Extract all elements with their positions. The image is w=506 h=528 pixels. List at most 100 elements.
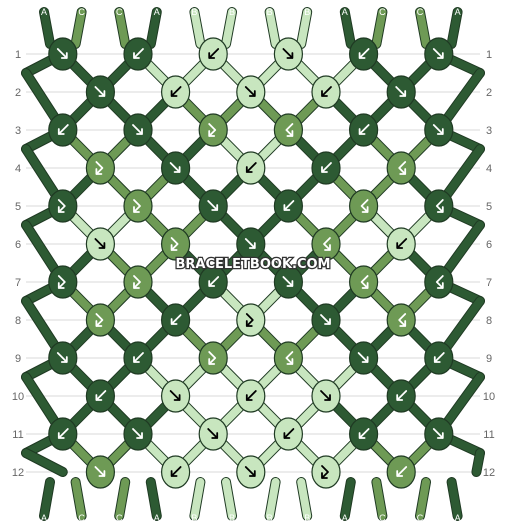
knot-circle — [311, 227, 341, 261]
column-label: A — [41, 513, 47, 523]
down-left-arrow — [396, 238, 408, 249]
knot — [386, 151, 416, 185]
knot — [48, 417, 78, 451]
knot — [123, 341, 153, 375]
down-right-arrow — [244, 86, 256, 97]
knot — [161, 75, 191, 109]
down-left-arrow — [321, 162, 332, 173]
knot — [424, 417, 454, 451]
down-left-arrow — [283, 428, 295, 439]
backward-back-arrow — [285, 123, 294, 137]
column-label: A — [154, 513, 160, 523]
knot — [386, 75, 416, 109]
knot — [236, 227, 266, 261]
knot — [236, 455, 266, 489]
row-label-right: 7 — [486, 277, 492, 289]
knot — [386, 455, 416, 489]
knot — [123, 189, 153, 223]
knot-circle — [236, 303, 266, 337]
backward-back-arrow — [435, 275, 444, 289]
down-left-arrow — [396, 466, 408, 477]
knot — [386, 303, 416, 337]
down-right-arrow — [132, 428, 143, 439]
knot-circle — [198, 341, 228, 375]
backward-back-arrow — [360, 275, 369, 289]
down-left-arrow — [170, 314, 182, 325]
strand — [447, 478, 462, 520]
column-label: C — [116, 7, 123, 17]
row-label-left: 6 — [15, 239, 21, 251]
row-label-left: 5 — [15, 201, 21, 213]
down-left-arrow — [170, 466, 182, 477]
down-left-arrow — [283, 200, 295, 211]
knot-circle — [424, 265, 454, 299]
down-right-arrow — [94, 86, 106, 97]
knot — [161, 227, 191, 261]
column-label: C — [379, 513, 386, 523]
knot — [198, 265, 228, 299]
down-left-arrow — [170, 86, 182, 97]
row-label-right: 9 — [486, 353, 492, 365]
watermark: BRACELETBOOK.COM — [176, 257, 331, 272]
row-label-left: 12 — [12, 467, 24, 479]
backward-back-arrow — [435, 199, 444, 213]
down-right-arrow — [320, 314, 331, 325]
row-label-left: 2 — [15, 87, 21, 99]
down-left-arrow — [245, 390, 257, 401]
row-label-left: 7 — [15, 277, 21, 289]
knot-circle — [48, 265, 78, 299]
row-label-left: 3 — [15, 125, 21, 137]
strand — [340, 478, 355, 520]
down-right-arrow — [282, 48, 294, 59]
column-label: C — [379, 7, 386, 17]
knot — [236, 151, 266, 185]
knot — [424, 265, 454, 299]
knot — [311, 379, 341, 413]
down-right-arrow — [56, 352, 68, 363]
forward-back-arrow — [208, 351, 217, 365]
knot — [349, 113, 379, 147]
knot — [311, 75, 341, 109]
knot-circle — [349, 265, 379, 299]
knot — [349, 341, 379, 375]
strand — [71, 478, 86, 520]
down-right-arrow — [207, 200, 219, 211]
strand — [22, 449, 67, 476]
knot-circle — [386, 303, 416, 337]
knot — [48, 113, 78, 147]
knot-circle — [349, 189, 379, 223]
forward-back-arrow — [245, 313, 254, 327]
column-label: B — [229, 7, 235, 17]
down-left-arrow — [358, 428, 370, 439]
knot — [85, 151, 116, 185]
down-left-arrow — [57, 124, 69, 135]
row-label-right: 8 — [486, 315, 492, 327]
knot — [198, 341, 228, 375]
column-label: A — [154, 7, 160, 17]
strand — [447, 8, 462, 48]
knot — [123, 113, 153, 147]
down-left-arrow — [433, 352, 445, 363]
column-label: B — [267, 7, 273, 17]
knot-circle — [311, 455, 341, 489]
knot — [236, 75, 266, 109]
column-label: C — [78, 513, 85, 523]
strand — [146, 478, 161, 520]
strand — [416, 478, 430, 520]
forward-back-arrow — [208, 123, 217, 137]
down-left-arrow — [358, 48, 370, 59]
strand — [297, 8, 312, 48]
strand — [146, 8, 161, 48]
backward-back-arrow — [285, 351, 294, 365]
column-label: B — [191, 7, 197, 17]
knot-circle — [123, 265, 153, 299]
down-right-arrow — [432, 428, 444, 439]
down-left-arrow — [95, 390, 107, 401]
knot-circle — [424, 189, 454, 223]
knot — [123, 417, 153, 451]
strand — [115, 478, 130, 520]
column-label: A — [41, 7, 47, 17]
forward-back-arrow — [57, 199, 66, 213]
